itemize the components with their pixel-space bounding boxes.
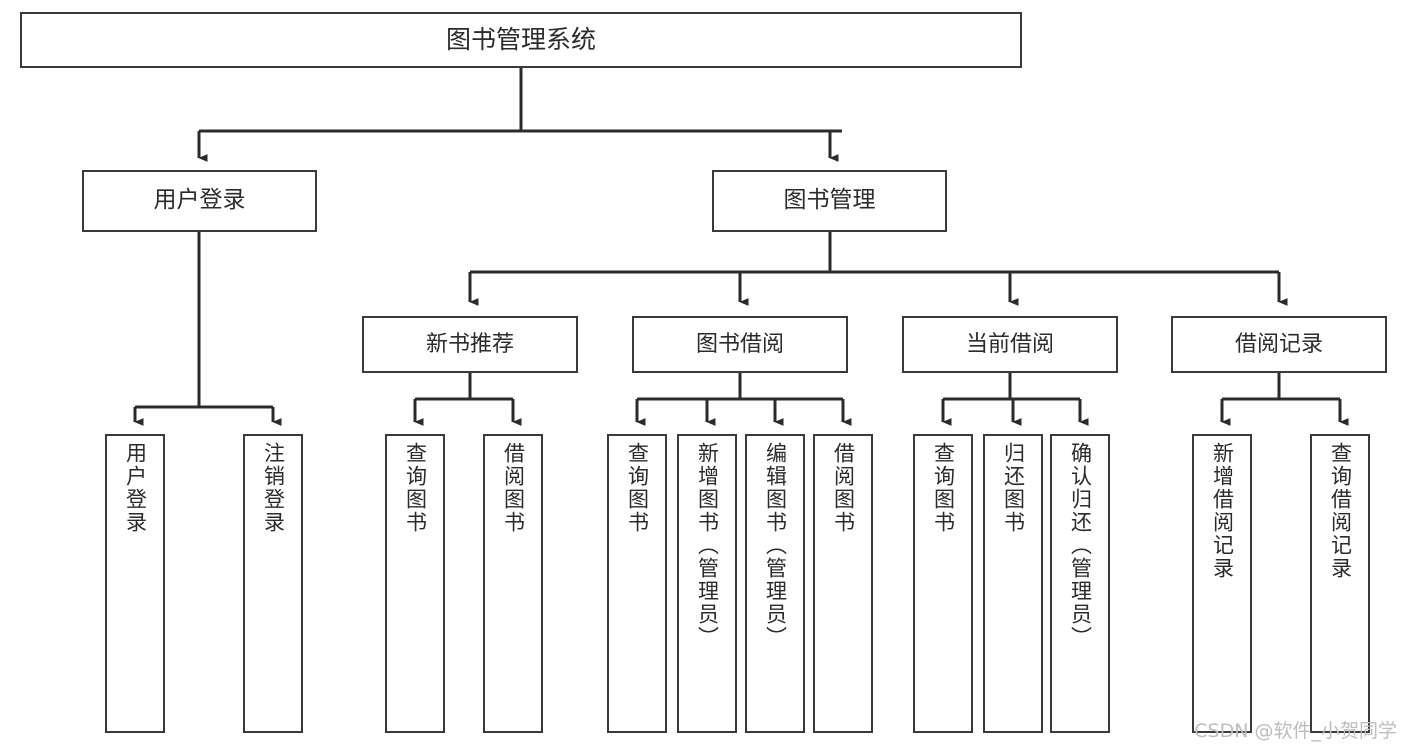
node-book-borrow-label: 图书借阅 bbox=[695, 331, 784, 357]
node-new-book-recommend-label: 新书推荐 bbox=[425, 331, 514, 357]
node-leaf-user-login-login-label: 用户登录 bbox=[123, 442, 148, 534]
node-leaf-borrow-borrow-book-label: 借阅图书 bbox=[831, 442, 856, 534]
node-leaf-borrow-add-book-admin[interactable]: 新增图书（管理员） bbox=[677, 434, 737, 733]
csdn-watermark: CSDN @软件_小贺同学 bbox=[1194, 720, 1397, 742]
node-borrow-record[interactable]: 借阅记录 bbox=[1171, 316, 1387, 373]
node-leaf-borrow-edit-book-admin[interactable]: 编辑图书（管理员） bbox=[745, 434, 805, 733]
node-new-book-recommend[interactable]: 新书推荐 bbox=[362, 316, 578, 373]
node-leaf-newbook-borrow-book[interactable]: 借阅图书 bbox=[483, 434, 543, 733]
node-user-login[interactable]: 用户登录 bbox=[82, 170, 317, 232]
node-leaf-current-return-book-label: 归还图书 bbox=[1001, 442, 1026, 534]
node-leaf-current-return-book[interactable]: 归还图书 bbox=[983, 434, 1043, 733]
node-leaf-borrow-query-book[interactable]: 查询图书 bbox=[607, 434, 667, 733]
node-root-system[interactable]: 图书管理系统 bbox=[20, 12, 1022, 68]
node-borrow-record-label: 借阅记录 bbox=[1234, 331, 1323, 357]
node-leaf-record-add-record-label: 新增借阅记录 bbox=[1210, 442, 1235, 580]
node-leaf-current-confirm-return-admin-label: 确认归还（管理员） bbox=[1068, 442, 1093, 649]
node-leaf-borrow-add-book-admin-label: 新增图书（管理员） bbox=[695, 442, 720, 649]
node-leaf-borrow-edit-book-admin-label: 编辑图书（管理员） bbox=[763, 442, 788, 649]
node-current-borrow-label: 当前借阅 bbox=[965, 331, 1054, 357]
node-leaf-newbook-query-book[interactable]: 查询图书 bbox=[385, 434, 445, 733]
node-leaf-user-login-logout[interactable]: 注销登录 bbox=[243, 434, 303, 733]
node-leaf-newbook-query-book-label: 查询图书 bbox=[403, 442, 428, 534]
node-book-borrow[interactable]: 图书借阅 bbox=[632, 316, 848, 373]
node-book-management-label: 图书管理 bbox=[783, 187, 876, 214]
node-user-login-label: 用户登录 bbox=[153, 187, 246, 214]
node-current-borrow[interactable]: 当前借阅 bbox=[902, 316, 1118, 373]
node-leaf-user-login-logout-label: 注销登录 bbox=[261, 442, 286, 534]
node-leaf-record-query-record-label: 查询借阅记录 bbox=[1328, 442, 1353, 580]
node-leaf-record-query-record[interactable]: 查询借阅记录 bbox=[1310, 434, 1370, 733]
node-leaf-current-query-book[interactable]: 查询图书 bbox=[913, 434, 973, 733]
node-book-management[interactable]: 图书管理 bbox=[712, 170, 947, 232]
node-leaf-record-add-record[interactable]: 新增借阅记录 bbox=[1192, 434, 1252, 733]
node-leaf-newbook-borrow-book-label: 借阅图书 bbox=[501, 442, 526, 534]
node-leaf-current-query-book-label: 查询图书 bbox=[931, 442, 956, 534]
node-leaf-borrow-query-book-label: 查询图书 bbox=[625, 442, 650, 534]
node-leaf-user-login-login[interactable]: 用户登录 bbox=[105, 434, 165, 733]
node-leaf-borrow-borrow-book[interactable]: 借阅图书 bbox=[813, 434, 873, 733]
node-leaf-current-confirm-return-admin[interactable]: 确认归还（管理员） bbox=[1050, 434, 1110, 733]
node-root-system-label: 图书管理系统 bbox=[445, 25, 596, 55]
